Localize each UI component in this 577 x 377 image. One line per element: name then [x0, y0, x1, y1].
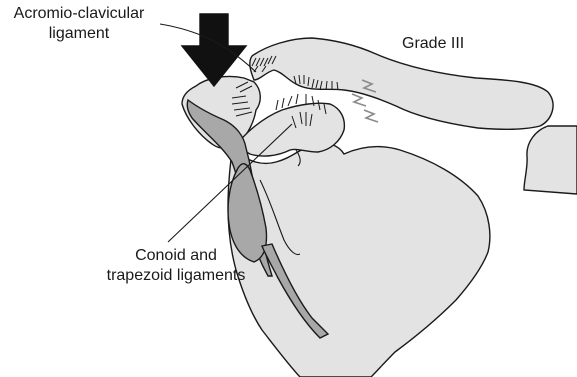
conoid-label-line-2: trapezoid ligaments — [84, 266, 268, 286]
downward-force-arrow — [182, 14, 246, 86]
ac-ligament-label: Acromio-clavicular ligament — [4, 4, 154, 44]
conoid-label-line-1: Conoid and — [84, 246, 268, 266]
ac-ligament-label-line-1: Acromio-clavicular — [4, 4, 154, 24]
conoid-trapezoid-label: Conoid and trapezoid ligaments — [84, 246, 268, 286]
ac-ligament-label-line-2: ligament — [4, 24, 154, 44]
grade-label: Grade III — [402, 34, 464, 54]
posterior-rib-fragment — [524, 126, 577, 194]
